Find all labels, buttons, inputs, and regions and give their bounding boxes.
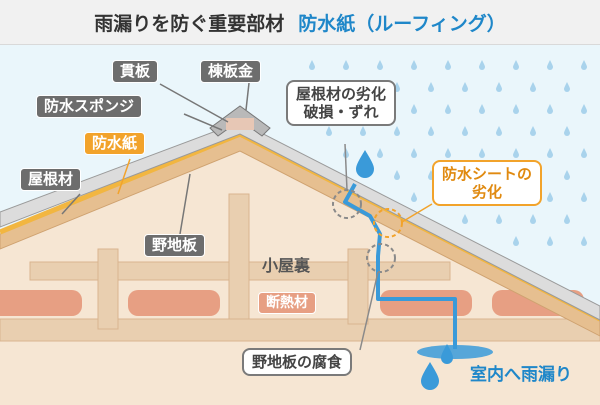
label-koya-ura: 小屋裏 (262, 256, 311, 275)
ridge-cap (209, 105, 271, 137)
rain-drop-icon (547, 60, 553, 70)
label-dannetsu-zai: 断熱材 (258, 292, 316, 315)
board-decay-marker (366, 243, 396, 273)
ceiling-beam (0, 318, 600, 342)
label-munaita-kin: 棟板金 (200, 60, 262, 84)
leader-noji-ita (179, 173, 191, 235)
rain-drop-icon (360, 126, 366, 136)
rain-drop-icon (462, 82, 468, 92)
label-bosui-sponge: 防水スポンジ (36, 95, 143, 119)
insulation-left (0, 290, 82, 316)
title-accent: 防水紙（ルーフィング） (298, 12, 506, 35)
rain-drop-icon (530, 214, 536, 224)
callout-roof-damage: 屋根材の劣化 破損・ずれ (286, 80, 397, 126)
rain-drop-icon (496, 82, 502, 92)
label-noji-ita: 野地板 (144, 234, 206, 258)
roof-cross-section (0, 60, 600, 405)
drop-indoor-right-icon (441, 344, 453, 364)
leader-board-decay (359, 271, 379, 351)
rain-drop-icon (513, 60, 519, 70)
title-bar: 雨漏りを防ぐ重要部材 防水紙（ルーフィング） (0, 0, 600, 45)
rain-drop-icon (411, 192, 417, 202)
indoor-leak-label: 室内へ雨漏り (470, 365, 572, 385)
post-center (228, 193, 250, 320)
drop-roof-icon (356, 150, 374, 178)
rain-drop-icon (547, 148, 553, 158)
callout-board-decay: 野地板の腐食 (242, 348, 353, 376)
leader-yane-zai (61, 193, 81, 215)
drop-indoor-left-icon (421, 362, 439, 390)
rain-drop-icon (462, 214, 468, 224)
title-main: 雨漏りを防ぐ重要部材 (94, 12, 285, 35)
rain-drop-icon (496, 126, 502, 136)
rain-drop-icon (445, 104, 451, 114)
rain-drop-icon (428, 126, 434, 136)
rain-drop-icon (479, 60, 485, 70)
rain-drop-icon (547, 192, 553, 202)
rain-drop-icon (564, 82, 570, 92)
leader-sheet-damage (401, 203, 433, 223)
callout-sheet-line2: 劣化 (472, 183, 503, 201)
rain-drop-icon (377, 148, 383, 158)
callout-sheet-damage: 防水シートの 劣化 (432, 160, 543, 206)
rain-drop-icon (496, 214, 502, 224)
indoor-water-puddle (417, 345, 493, 359)
post-right (347, 248, 369, 325)
callout-roof-damage-line2: 破損・ずれ (303, 103, 379, 121)
leader-bosui-shi (117, 158, 131, 195)
rain-drop-icon (309, 60, 315, 70)
rain-drop-icon (581, 104, 587, 114)
rain-drop-icon (564, 126, 570, 136)
rain-drop-icon (411, 104, 417, 114)
rain-drop-icon (564, 170, 570, 180)
leader-roof-damage (344, 143, 348, 191)
label-yane-zai: 屋根材 (20, 168, 82, 192)
insulation-mid-right (380, 290, 472, 316)
rain-drop-icon (530, 126, 536, 136)
rain-drop-icon (445, 60, 451, 70)
ridge-board (226, 118, 254, 130)
rain-drop-icon (513, 236, 519, 246)
post-left (97, 248, 119, 330)
rain-drop-icon (581, 148, 587, 158)
rain-drop-icon (428, 82, 434, 92)
rain-drop-icon (394, 126, 400, 136)
rain-drop-icon (377, 60, 383, 70)
callout-roof-damage-line1: 屋根材の劣化 (296, 85, 387, 103)
callout-sheet-line1: 防水シートの (442, 165, 533, 183)
rain-drop-icon (530, 82, 536, 92)
label-nuki-ita: 貫板 (112, 60, 159, 84)
leader-bosui-sponge (183, 113, 223, 131)
sheet-damage-marker (373, 208, 403, 238)
rain-drop-icon (581, 236, 587, 246)
rain-drop-icon (564, 214, 570, 224)
rain-drop-icon (479, 104, 485, 114)
insulation-mid-left (128, 290, 220, 316)
rain-drop-icon (445, 148, 451, 158)
rain-drop-icon (513, 104, 519, 114)
rain-drop-icon (411, 60, 417, 70)
leader-nuki-ita (159, 83, 229, 123)
rain-drop-icon (513, 148, 519, 158)
rain-drop-icon (581, 60, 587, 70)
rain-drop-icon (479, 148, 485, 158)
rain-drop-icon (581, 192, 587, 202)
rain-drop-icon (394, 170, 400, 180)
rain-drop-icon (326, 126, 332, 136)
rain-drop-icon (343, 60, 349, 70)
label-bosui-shi: 防水紙 (84, 132, 146, 156)
rain-drop-icon (462, 126, 468, 136)
rain-drop-icon (547, 236, 553, 246)
rain-drop-icon (547, 104, 553, 114)
rain-drop-icon (411, 148, 417, 158)
